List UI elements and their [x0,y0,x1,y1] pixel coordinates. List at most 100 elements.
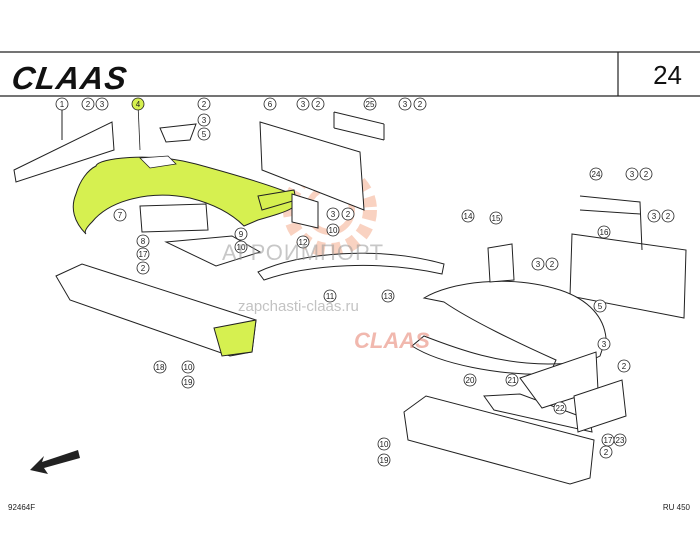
part-4-deflector-highlighted [72,103,297,235]
callout-13: 13 [381,289,395,303]
callout-label: 8 [141,237,146,246]
part-5-cup [159,123,197,143]
callout-label: 19 [184,378,193,387]
callout-3: 3 [326,207,340,221]
callout-label: 3 [331,210,336,219]
callout-5: 5 [593,299,607,313]
part-6-panel [259,121,365,211]
callout-label: 2 [316,100,321,109]
callout-label: 7 [118,211,123,220]
callout-label: 17 [139,250,148,259]
part-16-panel [569,233,687,319]
callout-label: 2 [666,212,671,221]
callout-25: 25 [363,97,377,111]
callout-22: 22 [553,401,567,415]
part-20-cover [403,395,595,485]
callout-3: 3 [625,167,639,181]
callout-label: 22 [556,404,565,413]
callout-label: 5 [598,302,603,311]
callout-label: 2 [418,100,423,109]
callout-17: 17 [136,247,150,261]
callout-label: 10 [380,440,389,449]
callout-23: 23 [613,433,627,447]
callout-16: 16 [597,225,611,239]
callout-label: 18 [156,363,165,372]
callout-11: 11 [323,289,337,303]
callout-4: 4 [131,97,145,111]
callout-label: 3 [652,212,657,221]
callout-3: 3 [197,113,211,127]
callout-label: 10 [184,363,193,372]
callout-label: 14 [464,212,473,221]
callout-label: 9 [239,230,244,239]
callout-20: 20 [463,373,477,387]
callout-15: 15 [489,211,503,225]
callout-label: 3 [630,170,635,179]
callout-2: 2 [545,257,559,271]
callout-label: 2 [644,170,649,179]
callout-label: 11 [326,292,335,301]
callout-3: 3 [296,97,310,111]
callout-2: 2 [661,209,675,223]
callout-19: 19 [377,453,391,467]
callout-label: 15 [492,214,501,223]
callout-label: 3 [536,260,541,269]
part-7-plate [139,203,209,233]
callout-14: 14 [461,209,475,223]
callout-label: 3 [301,100,306,109]
callout-2: 2 [639,167,653,181]
callout-label: 17 [604,436,613,445]
callout-label: 20 [466,376,475,385]
part-22-23-bracket [519,351,627,433]
callout-label: 2 [622,362,627,371]
callout-2: 2 [81,97,95,111]
part-14-housing [411,280,607,375]
callout-label: 25 [366,100,375,109]
callout-1: 1 [55,97,69,111]
drawing-code: 92464F [8,503,36,512]
callout-2: 2 [136,261,150,275]
callout-2: 2 [311,97,325,111]
watermark-url: zapchasti-claas.ru [238,298,359,315]
model-code: RU 450 [662,503,690,512]
callout-label: 10 [237,243,246,252]
callout-label: 24 [592,170,601,179]
callout-label: 13 [384,292,393,301]
callout-19: 19 [181,375,195,389]
callout-label: 3 [403,100,408,109]
callout-8: 8 [136,234,150,248]
callout-2: 2 [341,207,355,221]
callout-6: 6 [263,97,277,111]
callout-10: 10 [326,223,340,237]
callout-10: 10 [181,360,195,374]
callout-2: 2 [197,97,211,111]
callout-2: 2 [599,445,613,459]
part-12-plate [291,193,319,229]
callout-2: 2 [413,97,427,111]
callout-label: 4 [136,100,141,109]
page-number: 24 [653,60,682,90]
callout-9: 9 [234,227,248,241]
callout-7: 7 [113,208,127,222]
callout-3: 3 [531,257,545,271]
callout-3: 3 [597,337,611,351]
callout-18: 18 [153,360,167,374]
callout-2: 2 [617,359,631,373]
callout-10: 10 [377,437,391,451]
callout-label: 3 [202,116,207,125]
callout-3: 3 [647,209,661,223]
callout-label: 2 [141,264,146,273]
callout-label: 6 [268,100,273,109]
callout-24: 24 [589,167,603,181]
callout-label: 1 [60,100,65,109]
watermark-logo: CLAAS [354,328,430,353]
callout-3: 3 [95,97,109,111]
callout-label: 12 [299,238,308,247]
callout-label: 10 [329,226,338,235]
callout-label: 2 [202,100,207,109]
part-24-frame [579,195,643,251]
callout-label: 19 [380,456,389,465]
